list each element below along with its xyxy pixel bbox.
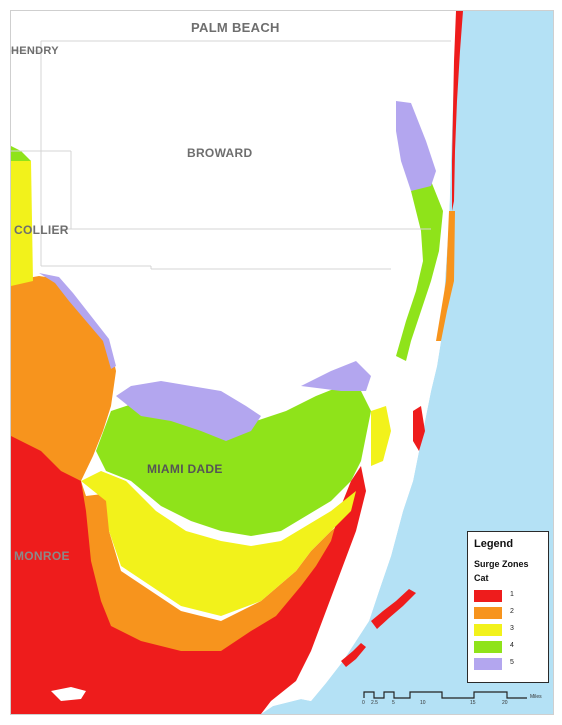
legend-item: 5 (474, 658, 544, 670)
legend-swatch (474, 658, 502, 670)
legend-label: 5 (510, 659, 514, 666)
scale-tick: 5 (392, 700, 395, 706)
legend-label: 3 (510, 625, 514, 632)
coastal-fringe (396, 101, 436, 191)
map-canvas (11, 11, 553, 714)
label-miami-dade: MIAMI DADE (147, 462, 223, 476)
coastal-fringe (396, 181, 443, 361)
keys (51, 687, 86, 701)
legend-swatch (474, 590, 502, 602)
coastal-fringe (413, 406, 425, 451)
scale-units: Miles (530, 694, 542, 700)
scale-tick: 2.5 (371, 700, 378, 706)
legend-title: Legend (474, 538, 514, 550)
legend-item: 4 (474, 641, 544, 653)
legend-label: 1 (510, 591, 514, 598)
legend-swatch (474, 624, 502, 636)
legend-swatch (474, 607, 502, 619)
label-broward: BROWARD (187, 146, 253, 160)
zone-4-strip (11, 146, 31, 161)
coastal-fringe (371, 406, 391, 466)
scale-bar: 0 2.5 5 10 15 20 Miles (362, 686, 542, 710)
keys (371, 589, 416, 629)
scale-tick: 10 (420, 700, 426, 706)
scale-tick: 0 (362, 700, 365, 706)
legend-field: Cat (474, 573, 489, 583)
coastal-fringe (452, 11, 463, 211)
zone-1-area (11, 436, 366, 714)
zone-5-area (301, 361, 371, 391)
label-collier: COLLIER (14, 223, 69, 237)
surge-zone-map: PALM BEACH HENDRY BROWARD COLLIER MIAMI … (10, 10, 554, 715)
label-palm-beach: PALM BEACH (191, 20, 280, 35)
coastal-fringe (436, 211, 455, 341)
legend-subtitle: Surge Zones (474, 559, 529, 569)
keys (341, 643, 366, 667)
map-legend: Legend Surge Zones Cat 1 2 3 4 5 (467, 531, 549, 683)
zone-2-area (11, 276, 356, 661)
zone-5-area (116, 381, 261, 441)
county-lines (11, 40, 451, 270)
zone-4-area (96, 386, 371, 536)
label-hendry: HENDRY (11, 45, 59, 57)
label-monroe: MONROE (14, 549, 70, 563)
legend-item: 3 (474, 624, 544, 636)
scale-tick: 20 (502, 700, 508, 706)
legend-item: 2 (474, 607, 544, 619)
legend-item: 1 (474, 590, 544, 602)
zone-3-area (81, 471, 356, 616)
zone-3-strip (11, 151, 33, 286)
zone-5-strip (39, 273, 116, 369)
legend-label: 4 (510, 642, 514, 649)
scale-bar-graphic (363, 691, 527, 699)
legend-swatch (474, 641, 502, 653)
scale-tick: 15 (470, 700, 476, 706)
legend-label: 2 (510, 608, 514, 615)
